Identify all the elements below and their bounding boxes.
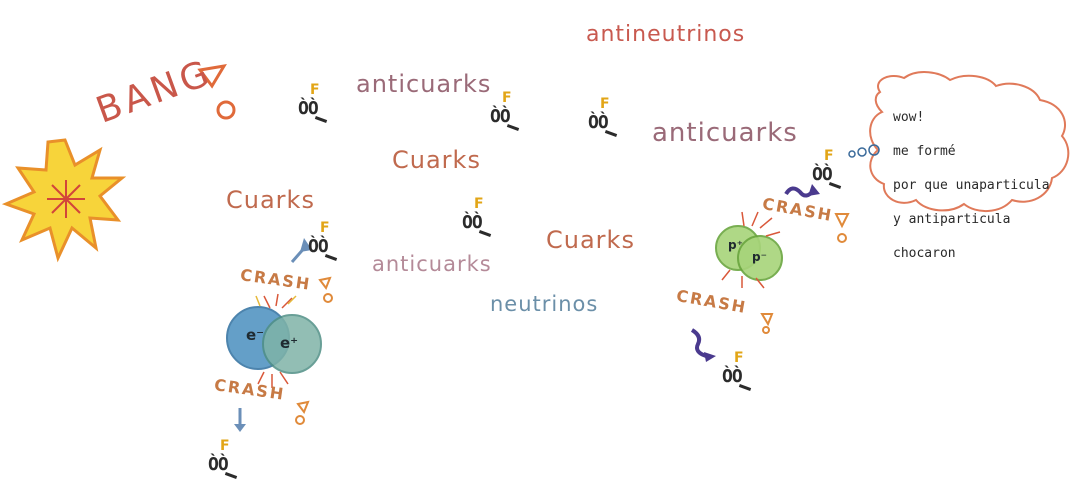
particle-face: F ÒÒ [490, 90, 530, 140]
bubble-line: y antiparticula [893, 211, 1071, 228]
particle-face: F ÒÒ [588, 96, 628, 146]
particle-face: F ÒÒ [308, 220, 348, 270]
face-letter: F [320, 220, 330, 236]
word-cuarks: Cuarks [226, 188, 315, 212]
face-mouth [479, 230, 491, 237]
electron-label: e⁻ [246, 326, 264, 344]
purple-arrow-bottom-icon [692, 330, 706, 356]
speech-bubble-text: wow! me formé por que unaparticula y ant… [893, 92, 1071, 279]
particle-face: F ÒÒ [298, 82, 338, 132]
face-mouth [325, 254, 337, 261]
purple-arrowhead-bottom-icon [704, 352, 716, 362]
face-mouth [739, 384, 751, 391]
positron-label: e⁺ [280, 334, 298, 352]
face-mouth [605, 130, 617, 137]
bubble-line: wow! [893, 109, 1071, 126]
particle-face: F ÒÒ [812, 148, 852, 198]
word-anticuarks: anticuarks [372, 254, 492, 275]
face-mouth [829, 182, 841, 189]
face-letter: F [310, 82, 320, 98]
face-letter: F [502, 90, 512, 106]
face-letter: F [220, 438, 230, 454]
face-mouth [507, 124, 519, 131]
bubble-line: me formé [893, 143, 1071, 160]
word-cuarks: Cuarks [392, 148, 481, 172]
word-antineutrinos: antineutrinos [586, 24, 745, 46]
word-anticuarks: anticuarks [652, 120, 798, 146]
particle-face: F ÒÒ [208, 438, 248, 488]
word-neutrinos: neutrinos [490, 294, 598, 315]
explosion-icon [6, 140, 122, 258]
antiproton-label: p⁻ [752, 250, 767, 264]
particle-face: F ÒÒ [722, 350, 762, 400]
arrowhead-down-icon [234, 424, 246, 432]
bang-dot-icon [218, 102, 234, 118]
face-letter: F [600, 96, 610, 112]
face-mouth [225, 472, 237, 479]
face-letter: F [734, 350, 744, 366]
face-mouth [315, 116, 327, 123]
face-letter: F [474, 196, 484, 212]
proton-label: p⁺ [728, 238, 743, 252]
bubble-line: chocaron [893, 245, 1071, 262]
word-anticuarks: anticuarks [356, 72, 491, 96]
bubble-line: por que unaparticula [893, 177, 1071, 194]
word-cuarks: Cuarks [546, 228, 635, 252]
face-letter: F [824, 148, 834, 164]
particle-face: F ÒÒ [462, 196, 502, 246]
